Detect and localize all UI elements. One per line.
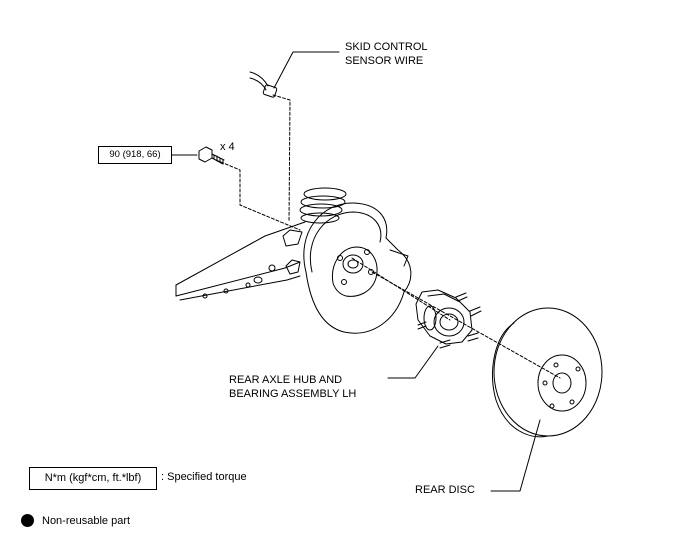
coil-spring-part <box>299 187 347 224</box>
skid-sensor-label-line2: SENSOR WIRE <box>345 55 424 67</box>
rear-disc-part <box>492 307 603 438</box>
hub-label-line1: REAR AXLE HUB AND <box>229 374 343 386</box>
bolt-part <box>198 146 225 165</box>
legend-torque-description: : Specified torque <box>161 471 247 483</box>
rear-disc-label: REAR DISC <box>415 484 475 496</box>
hub-label-line2: BEARING ASSEMBLY LH <box>229 388 357 400</box>
hub-bearing-part <box>415 289 482 349</box>
axle-beam-part <box>175 221 306 301</box>
bolt-count-label: x 4 <box>220 141 235 153</box>
nonreusable-dot-icon <box>21 514 34 527</box>
sensor-wire-part <box>249 71 278 98</box>
assembly-guide-lines <box>215 94 561 379</box>
skid-sensor-label-line1: SKID CONTROL <box>345 41 428 53</box>
legend-torque-unit-box: N*m (kgf*cm, ft.*lbf) <box>29 467 157 490</box>
legend-nonreusable-description: Non-reusable part <box>42 515 131 527</box>
backing-plate-part <box>303 202 412 334</box>
torque-spec-box: 90 (918, 66) <box>98 146 172 164</box>
leader-lines <box>170 51 541 492</box>
